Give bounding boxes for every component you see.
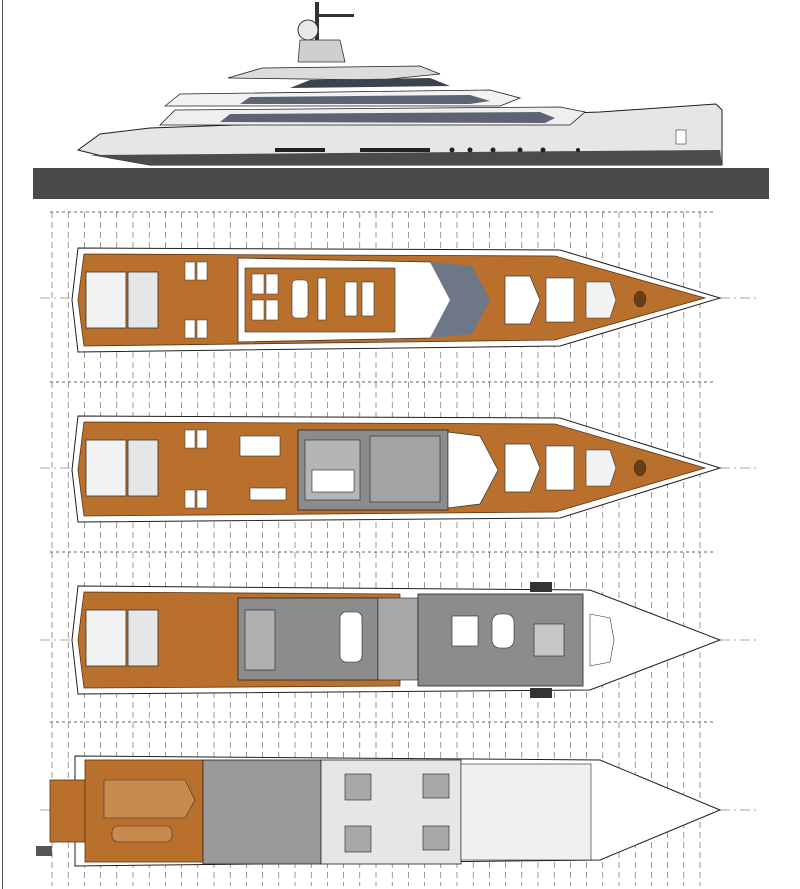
sunbed-icon	[184, 429, 208, 509]
jet-ski-icon	[504, 443, 541, 493]
stairs-stbd	[530, 688, 552, 698]
main-deck-glazing	[220, 112, 555, 123]
tender-icon	[545, 445, 575, 491]
stern-sofa	[127, 271, 159, 329]
bow-hatch	[633, 290, 647, 308]
owner-desk	[533, 623, 565, 657]
sofa-icon	[317, 277, 327, 321]
mast-base	[297, 39, 346, 63]
swim-platform	[49, 779, 86, 843]
lounge-chair	[361, 281, 375, 317]
sofa-icon	[249, 487, 287, 501]
upper-deck-glazing	[240, 95, 490, 104]
bow-anchor-recess	[675, 129, 687, 145]
page-border-line	[2, 0, 3, 889]
stern-sunpad	[85, 271, 127, 329]
stern-sofa	[127, 439, 159, 497]
tender-icon	[545, 277, 575, 323]
stairs-port	[530, 582, 552, 592]
saloon-sofa	[311, 469, 355, 493]
jet-ski-icon	[111, 825, 173, 843]
garage-floor	[202, 759, 322, 865]
main-lobby	[377, 597, 419, 681]
main-deck-plan	[71, 582, 722, 698]
upper-deck-plan	[71, 415, 722, 523]
wheelhouse	[447, 431, 499, 509]
sun-deck-glazing	[290, 78, 450, 88]
dining-table-icon	[339, 611, 363, 663]
dining-table-icon	[239, 435, 281, 457]
bed-icon	[344, 773, 450, 853]
jet-ski-icon	[504, 275, 541, 325]
sunbed-icon	[184, 261, 279, 339]
windscreen-shade	[430, 262, 490, 338]
tender-icon	[103, 779, 196, 819]
bathtub-icon	[491, 613, 515, 649]
stern-sofa	[127, 609, 159, 667]
bow-foredeck	[589, 613, 615, 667]
stern-sunpad	[85, 439, 127, 497]
bow-hatch	[633, 459, 647, 477]
stern-sunpad	[85, 609, 127, 667]
hull-portholes	[275, 147, 580, 153]
hull-lower-band	[90, 150, 722, 165]
radar-dome	[297, 19, 319, 41]
sky-lounge-bar	[369, 435, 441, 503]
sun-deck-plan	[71, 247, 722, 353]
lounge-chair	[344, 281, 358, 317]
side-profile-view	[33, 2, 769, 199]
ground-band	[33, 168, 769, 199]
guest-cabin-corridor	[460, 763, 592, 861]
bow-cushion	[585, 449, 617, 487]
dining-table-icon	[291, 279, 309, 319]
lower-deck-plan	[36, 755, 722, 867]
bow-cushion	[585, 281, 617, 319]
mast-arm	[318, 14, 354, 17]
stern-gate	[36, 846, 52, 856]
saloon-sofa	[244, 609, 276, 671]
sun-deck-hardtop	[227, 65, 441, 81]
bed-icon	[451, 615, 479, 647]
